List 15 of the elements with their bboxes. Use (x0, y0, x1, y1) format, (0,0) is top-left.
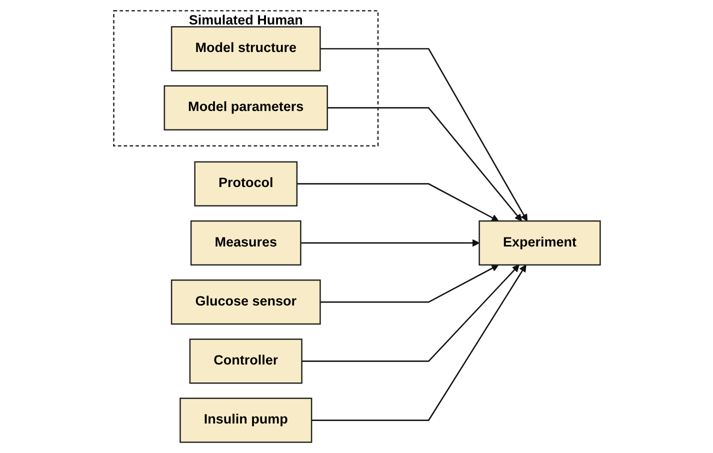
arrow (296, 183, 498, 222)
node-box: Model structure (170, 26, 320, 72)
node-box: Glucose sensor (170, 279, 320, 325)
node-box: Protocol (194, 161, 298, 206)
arrow (320, 264, 498, 303)
node-box: Insulin pump (179, 398, 312, 443)
node-box: Model parameters (163, 85, 328, 130)
node-box: Experiment (478, 220, 600, 266)
arrow (301, 264, 519, 362)
node-box: Controller (188, 338, 302, 384)
arrow (311, 264, 526, 421)
arrow (326, 107, 522, 222)
arrow (320, 48, 528, 222)
arrow (300, 239, 480, 247)
node-box: Measures (190, 220, 301, 266)
